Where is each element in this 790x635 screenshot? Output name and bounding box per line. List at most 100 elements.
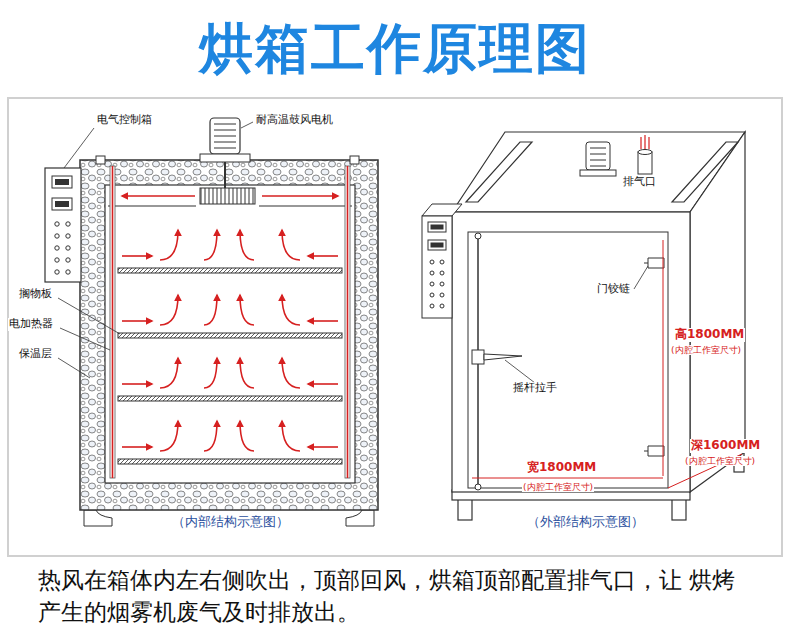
part-label: 保温层: [18, 348, 53, 361]
control-panel: [430, 293, 434, 297]
hot-air-arrows: [240, 421, 254, 451]
leader-lines: [58, 358, 90, 378]
top-motor: [580, 170, 616, 176]
control-panel: [440, 271, 444, 275]
blower-motor: [224, 162, 226, 188]
panel-frame: [8, 98, 782, 556]
hot-air-arrows: [122, 320, 152, 322]
cabinet-internal: [346, 510, 374, 526]
hot-air-arrows: [122, 446, 152, 448]
control-panel: [422, 216, 452, 318]
heaters: [96, 156, 105, 164]
part-label: 电气控制箱: [96, 114, 153, 127]
cabinet-external: [672, 498, 686, 520]
control-panel: [430, 271, 434, 275]
part-label: 摇杆拉手: [512, 382, 558, 395]
hot-air-arrows: [240, 230, 254, 260]
hot-air-arrows: [204, 421, 217, 451]
cabinet-internal: [84, 510, 112, 526]
leader-lines: [505, 360, 535, 383]
exhaust-port: [641, 135, 649, 149]
control-box: [66, 222, 70, 226]
hot-air-arrows: [282, 421, 300, 451]
top-motor: [586, 142, 610, 170]
hot-air-arrows: [160, 421, 178, 451]
dimension-label: 高1800MM: [674, 328, 745, 342]
control-panel: [431, 225, 443, 229]
blower-motor: [108, 118, 352, 206]
door: [475, 233, 481, 239]
leader-lines: [241, 122, 253, 128]
hot-air-arrows: [122, 195, 195, 197]
heaters: [350, 156, 359, 164]
hot-air-arrows: [160, 358, 178, 388]
hot-air-arrows: [204, 230, 217, 260]
door: [468, 232, 668, 490]
control-box: [55, 179, 69, 185]
exhaust-port: [638, 135, 652, 174]
hot-air-arrows: [160, 295, 178, 325]
control-box: [45, 168, 81, 282]
blower-motor: [200, 188, 255, 204]
caption-text: 热风在箱体内左右侧吹出，顶部回风，烘箱顶部配置排气口，让 烘烤产生的烟雾机废气及…: [38, 564, 738, 628]
control-box: [55, 246, 59, 250]
control-box: [66, 270, 70, 274]
hot-air-arrows: [262, 195, 338, 197]
door: [475, 484, 481, 490]
control-box: [66, 234, 70, 238]
hot-air-arrows: [308, 320, 338, 322]
exhaust-port: [638, 150, 652, 155]
hot-air-arrows: [282, 358, 300, 388]
top-motor: [590, 148, 606, 166]
control-panel: [440, 282, 444, 286]
part-label: 耐高温鼓风电机: [255, 114, 334, 127]
control-box: [55, 258, 59, 262]
hot-air-arrows: [122, 383, 152, 385]
control-panel: [440, 260, 444, 264]
hot-air-arrows: [160, 230, 178, 260]
control-panel: [422, 204, 462, 318]
control-panel: [431, 243, 443, 247]
part-label: 电加热器: [8, 318, 54, 331]
shelves: [118, 396, 342, 401]
cabinet-external: [452, 212, 690, 492]
hot-air-arrows: [204, 358, 217, 388]
control-box: [66, 246, 70, 250]
blower-motor: [200, 154, 250, 162]
door: [468, 232, 668, 488]
hot-air-arrows: [122, 255, 152, 257]
control-panel: [430, 304, 434, 308]
door: [644, 446, 664, 456]
hot-air-arrows: [240, 358, 254, 388]
hot-air-arrows: [308, 446, 338, 448]
dimension-label: 深1600MM: [690, 439, 761, 453]
top-motor: [580, 142, 616, 176]
control-panel: [428, 240, 446, 250]
control-box: [45, 168, 81, 282]
hot-air-arrows: [308, 255, 338, 257]
blower-motor: [214, 124, 236, 148]
dimension-lines: [472, 478, 663, 479]
control-box: [55, 270, 59, 274]
blower-motor: [108, 205, 352, 206]
hot-air-arrows: [282, 295, 300, 325]
shelves: [118, 268, 342, 273]
door: [472, 350, 484, 364]
dimension-lines: [663, 240, 664, 476]
door: [484, 354, 522, 360]
control-box: [52, 198, 72, 210]
control-box: [55, 201, 69, 207]
page-title: 烘箱工作原理图: [0, 18, 790, 80]
hot-air-arrows: [282, 230, 300, 260]
cabinet-internal: [80, 160, 378, 526]
hot-air-arrows: [122, 196, 338, 451]
blower-motor: [210, 118, 240, 154]
heaters: [113, 166, 348, 478]
leader-lines: [58, 298, 120, 334]
cabinet-internal: [80, 160, 378, 510]
hot-air-arrows: [308, 383, 338, 385]
heaters: [96, 156, 359, 478]
dimension-note: (内腔工作室尺寸): [684, 456, 756, 466]
control-panel: [440, 293, 444, 297]
